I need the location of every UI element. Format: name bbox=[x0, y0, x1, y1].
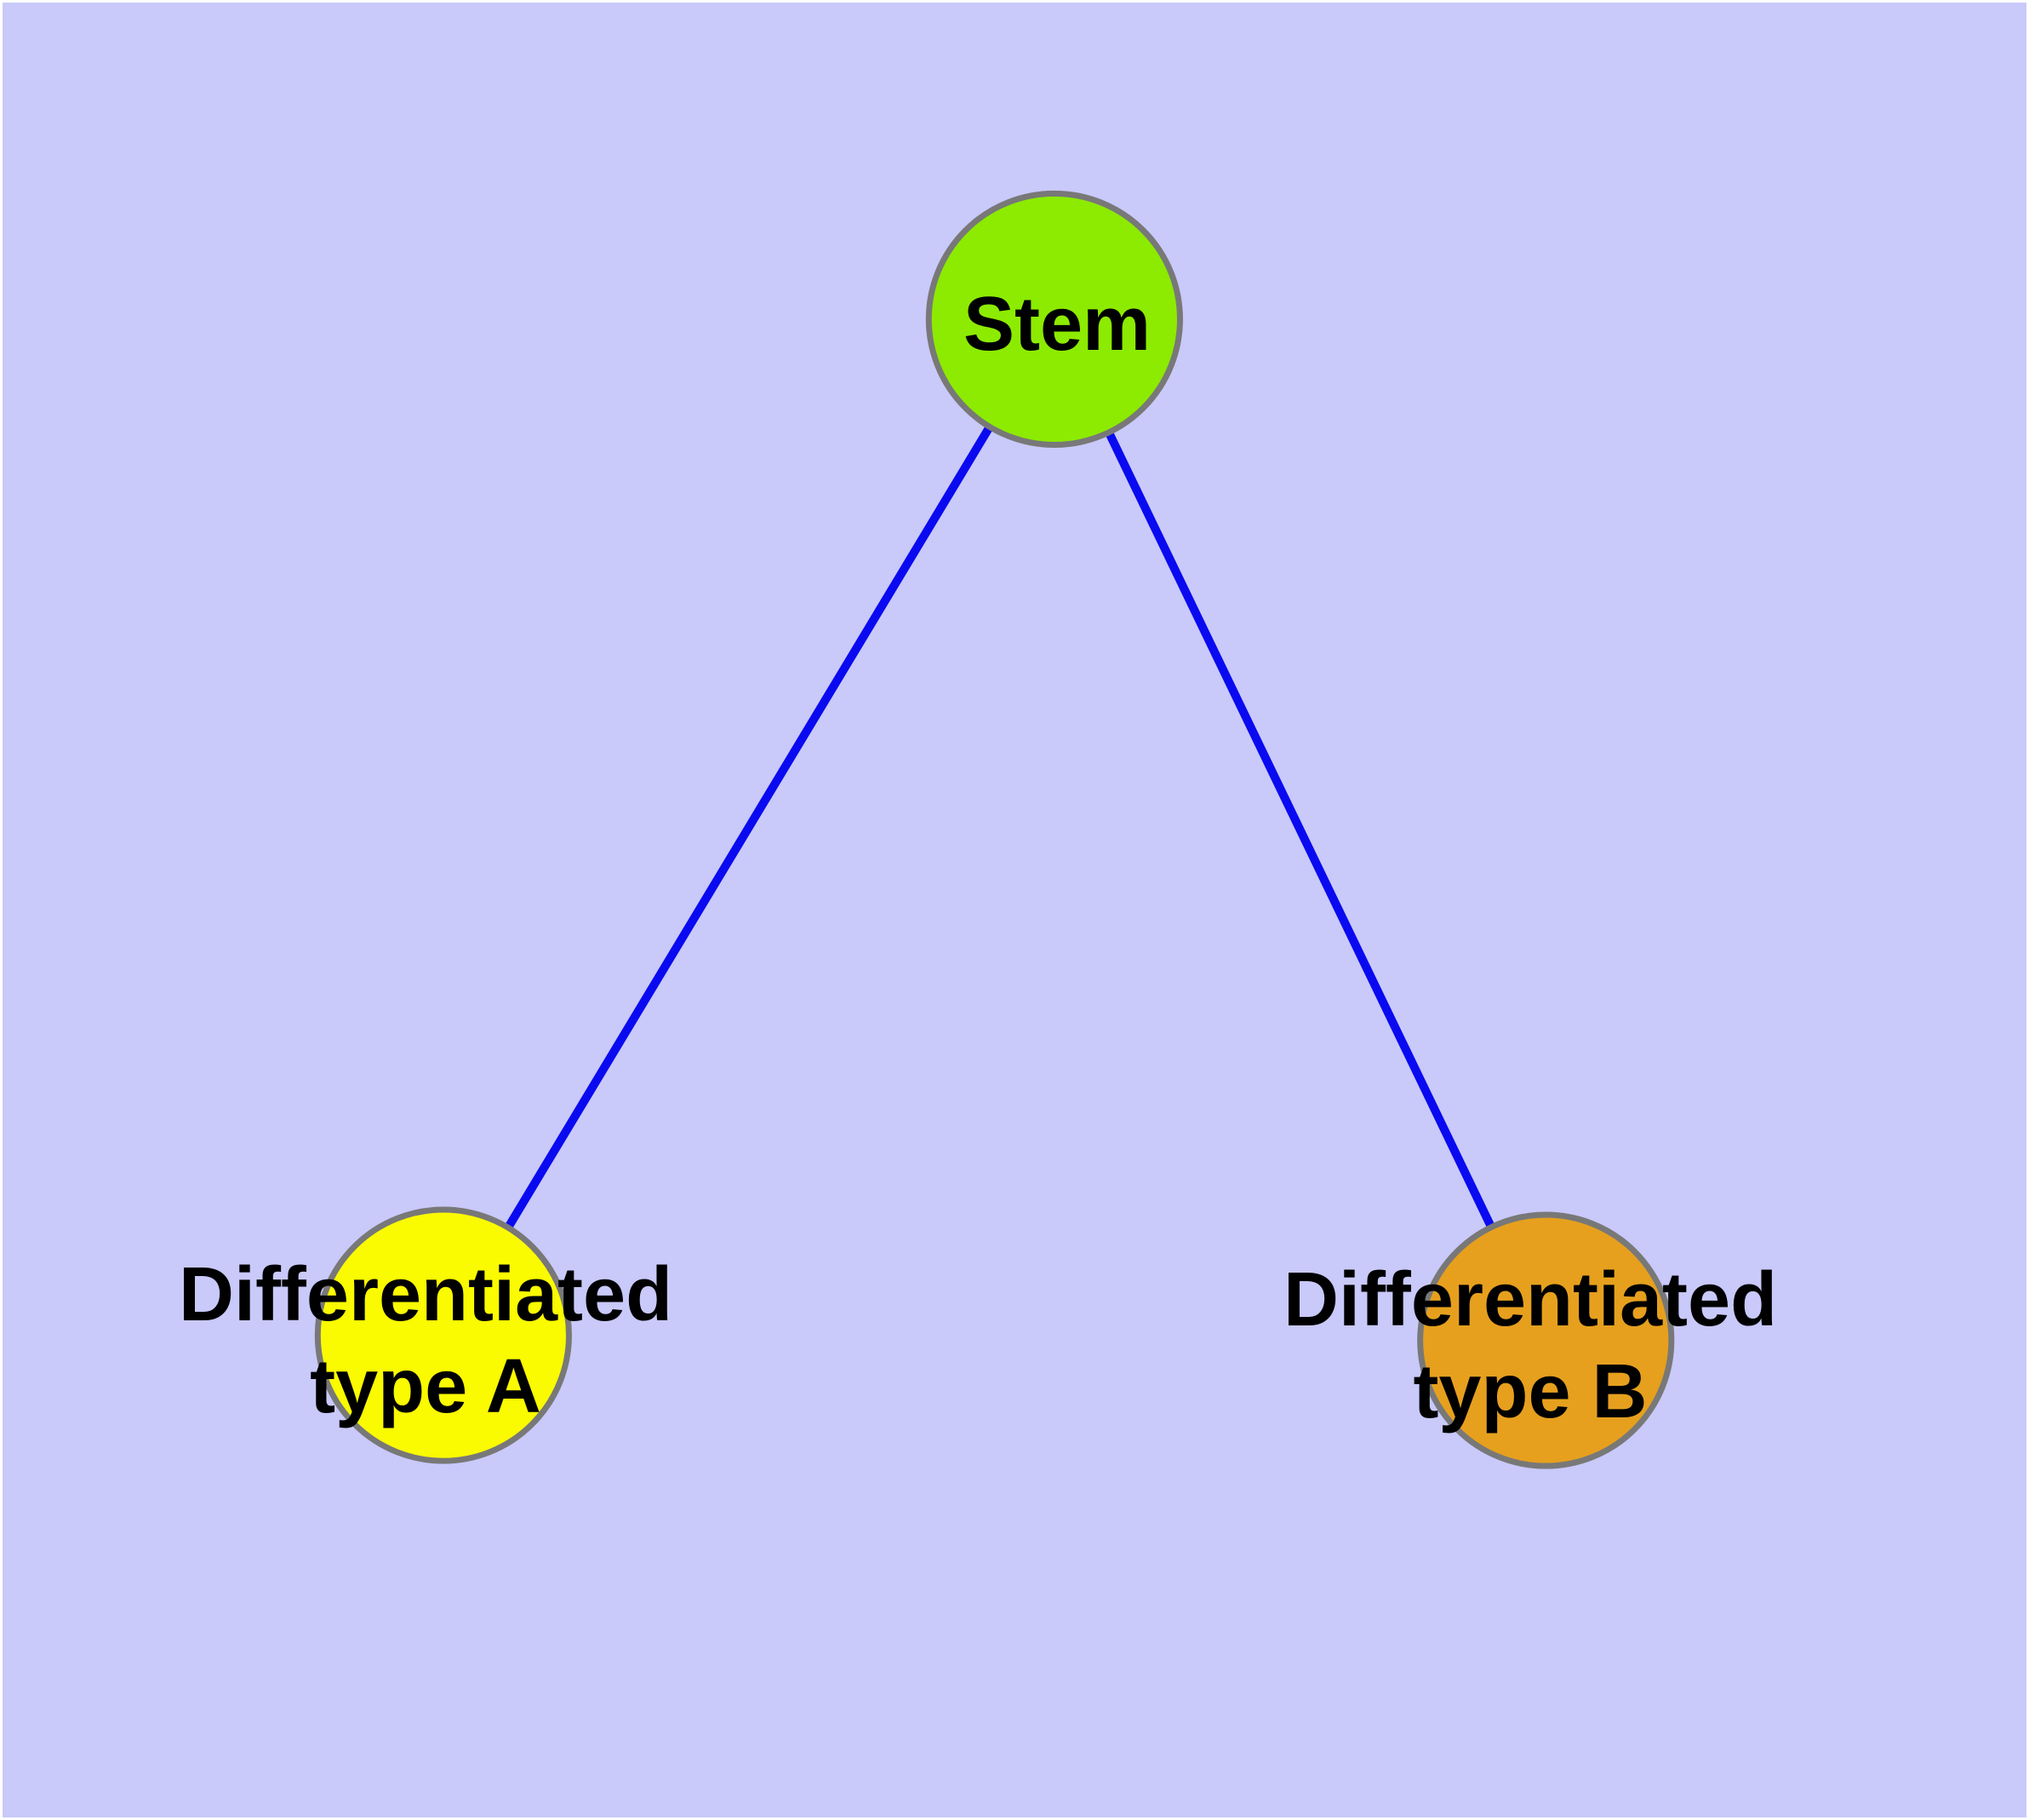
differentiated-type-b-node-label: Differentiated type B bbox=[1283, 1254, 1777, 1438]
graph-svg bbox=[314, 190, 1675, 1469]
stem-node-label-text: Stem bbox=[963, 282, 1152, 367]
stem-to-type-a-edge bbox=[439, 317, 1059, 1338]
stem-to-type-b-edge bbox=[1050, 317, 1550, 1342]
stem-node bbox=[925, 190, 1183, 449]
type-b-label-line1: Differentiated bbox=[1283, 1257, 1778, 1342]
differentiated-type-a-node-label: Differentiated type A bbox=[179, 1249, 672, 1433]
stem-node-label: Stem bbox=[963, 278, 1151, 370]
type-b-label-line2: type B bbox=[1413, 1349, 1648, 1434]
differentiated-type-b-node bbox=[1417, 1211, 1675, 1469]
type-a-label-line1: Differentiated bbox=[178, 1252, 673, 1337]
differentiated-type-a-node bbox=[314, 1206, 572, 1464]
type-a-label-line2: type A bbox=[310, 1344, 541, 1429]
